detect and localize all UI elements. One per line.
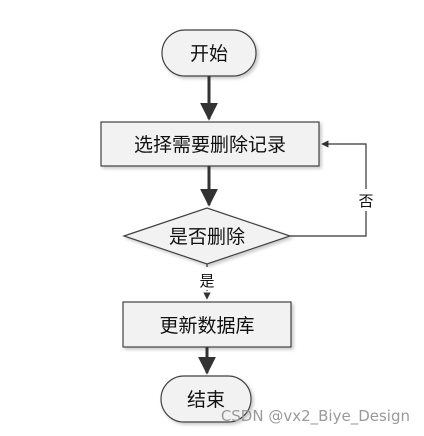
select-record-node-shape [100,121,320,167]
update-database-node-shape [122,301,292,348]
end-node: 结束 [160,375,252,423]
select-record-node: 选择需要删除记录 [100,121,320,167]
decision-node: 是否删除 [122,207,292,265]
start-node-label: 开始 [190,43,228,65]
update-database-node: 更新数据库 [122,301,292,348]
yes-branch-label: 是 [199,272,214,290]
update-database-node-label: 更新数据库 [159,315,254,337]
select-record-node-label: 选择需要删除记录 [134,134,286,156]
no-label-background [356,189,376,211]
no-branch-label: 否 [358,192,373,210]
end-node-shape [160,375,252,423]
decision-node-label: 是否删除 [169,226,245,248]
end-node-label: 结束 [187,389,225,411]
watermark: CSDN @vx2_Biye_Design [221,407,410,426]
yes-label-background [197,270,217,290]
start-node: 开始 [161,29,257,77]
